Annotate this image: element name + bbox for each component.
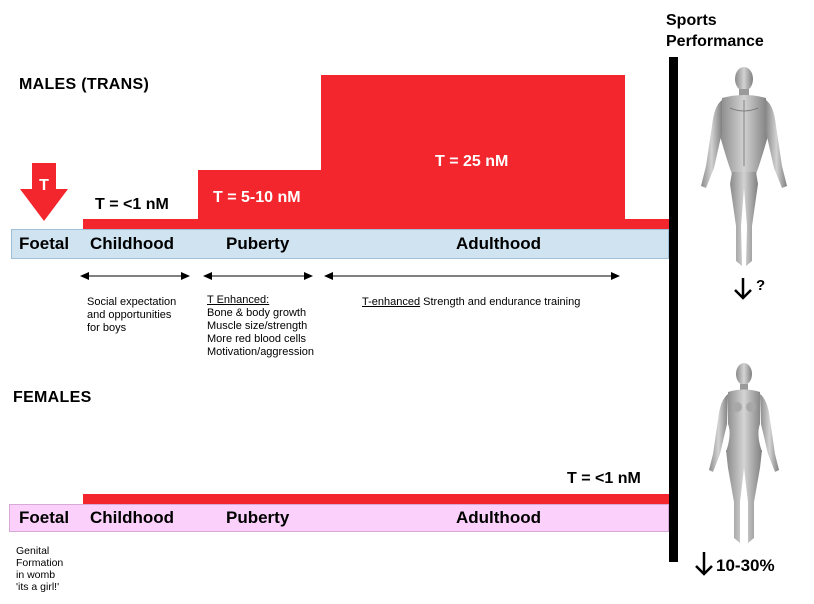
male-timeline-bar [11, 229, 669, 259]
puberty-note-heading: T Enhanced: [207, 294, 270, 306]
testosterone-down-arrow-icon [20, 163, 68, 221]
male-stage-foetal: Foetal [19, 234, 70, 253]
female-stage-foetal: Foetal [19, 508, 70, 527]
childhood-span-arrow [80, 272, 190, 280]
female-testosterone-bar [83, 494, 669, 504]
adulthood-note: T-enhanced Strength and endurance traini… [362, 296, 580, 309]
female-foetal-note: Genital Formation in womb 'its a girl!' [16, 545, 63, 593]
foetal-note-line: 'its a girl!' [16, 581, 60, 593]
adulthood-level-label: T = 25 nM [435, 153, 509, 170]
vertical-divider [669, 57, 678, 562]
females-heading: FEMALES [13, 389, 92, 406]
childhood-testosterone-bar [83, 219, 198, 229]
adulthood-testosterone-bar [321, 75, 625, 229]
puberty-note: T Enhanced: Bone & body growth Muscle si… [207, 294, 314, 359]
male-performance-down-arrow-icon [734, 278, 752, 300]
female-stage-adulthood: Adulthood [456, 508, 541, 527]
female-performance-down-arrow-icon [695, 552, 713, 576]
late-adulthood-testosterone-bar [625, 219, 669, 229]
adulthood-note-text: Strength and endurance training [420, 296, 581, 308]
puberty-span-arrow [203, 272, 313, 280]
adulthood-span-arrow [324, 272, 620, 280]
sports-title-line: Sports [666, 12, 717, 29]
males-heading: MALES (TRANS) [19, 76, 150, 93]
t-arrow-label: T [39, 177, 49, 194]
puberty-note-item: Bone & body growth [207, 307, 307, 319]
puberty-note-item: Muscle size/strength [207, 320, 308, 332]
foetal-note-line: in womb [16, 569, 56, 581]
female-stage-puberty: Puberty [226, 508, 290, 527]
female-level-label: T = <1 nM [567, 470, 641, 487]
male-stage-adulthood: Adulthood [456, 234, 541, 253]
female-stage-childhood: Childhood [90, 508, 175, 527]
foetal-note-line: Genital [16, 545, 50, 557]
childhood-note-line: for boys [87, 322, 127, 334]
childhood-note: Social expectation and opportunities for… [87, 296, 176, 335]
sports-performance-title: Sports Performance [666, 10, 764, 52]
male-stage-puberty: Puberty [226, 234, 290, 253]
female-timeline-bar [9, 504, 669, 532]
childhood-level-label: T = <1 nM [95, 196, 169, 213]
puberty-level-label: T = 5-10 nM [213, 189, 301, 206]
childhood-note-line: and opportunities [87, 309, 172, 321]
sports-title-line: Performance [666, 33, 764, 50]
childhood-note-line: Social expectation [87, 296, 177, 308]
female-anatomy-figure-icon [709, 363, 779, 543]
foetal-note-line: Formation [16, 557, 64, 569]
puberty-testosterone-bar [198, 170, 321, 229]
puberty-note-item: More red blood cells [207, 333, 307, 345]
male-performance-change: ? [756, 277, 766, 294]
puberty-note-item: Motivation/aggression [207, 346, 315, 358]
male-stage-childhood: Childhood [90, 234, 175, 253]
male-anatomy-figure-icon [701, 67, 787, 266]
adulthood-note-underlined: T-enhanced [362, 296, 421, 308]
female-performance-change: 10-30% [716, 556, 775, 575]
